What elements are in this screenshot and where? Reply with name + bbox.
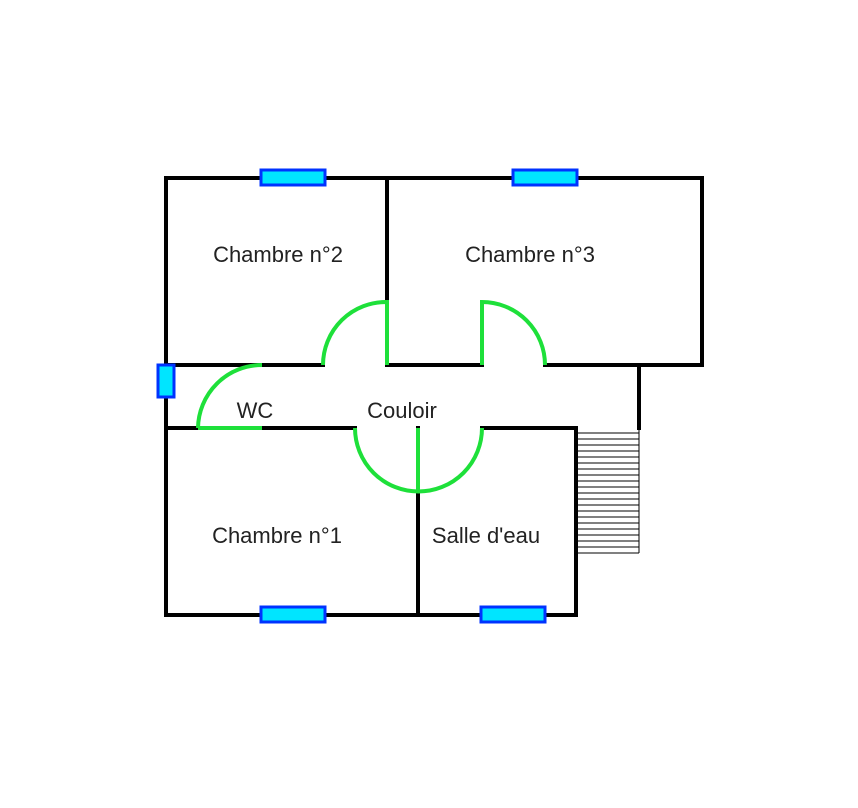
door-chambre1-salle-eau: [353, 427, 484, 494]
label-wc: WC: [237, 398, 274, 423]
window-wc: [156, 363, 176, 399]
label-chambre1: Chambre n°1: [212, 523, 342, 548]
door-chambre2: [321, 299, 389, 366]
windows: [156, 168, 579, 624]
door-chambre3: [480, 299, 547, 366]
window-salle-eau: [479, 605, 547, 624]
door-wc: [196, 363, 263, 430]
staircase: [577, 428, 640, 554]
doors: [196, 299, 547, 494]
window-chambre1: [259, 605, 327, 624]
label-couloir: Couloir: [367, 398, 437, 423]
walls: [164, 176, 704, 617]
window-chambre2: [259, 168, 327, 187]
label-chambre2: Chambre n°2: [213, 242, 343, 267]
window-chambre3: [511, 168, 579, 187]
label-salle-eau: Salle d'eau: [432, 523, 540, 548]
label-chambre3: Chambre n°3: [465, 242, 595, 267]
room-labels: Chambre n°2 Chambre n°3 WC Couloir Chamb…: [212, 242, 595, 548]
